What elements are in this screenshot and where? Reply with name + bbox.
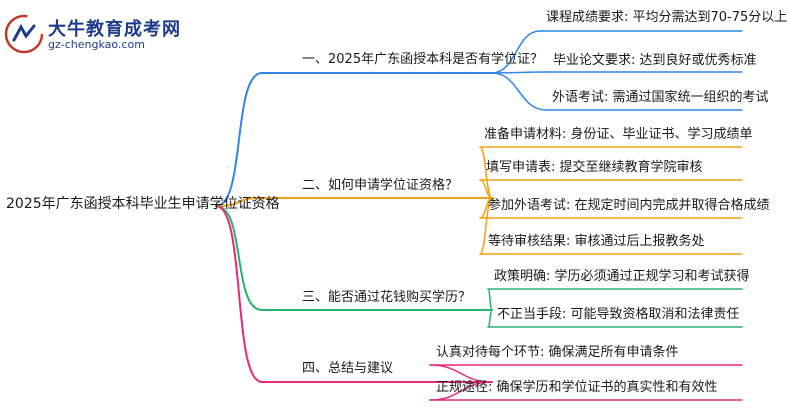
branch-3-label: 三、能否通过花钱购买学历？ (302, 290, 472, 305)
branch-2-connector (215, 197, 263, 207)
branch-2-item-4-connector (479, 197, 493, 255)
branch-1-item-3: 外语考试: 需通过国家统一组织的考试 (552, 90, 769, 105)
root-topic: 2025年广东函授本科毕业生申请学位证资格 (6, 196, 280, 212)
branch-1-item-2-connector (491, 71, 547, 74)
mindmap-connectors (215, 30, 743, 401)
logo-icon (4, 14, 44, 54)
branch-1-item-1-connector (491, 30, 541, 74)
branch-2-label: 二、如何申请学位证资格？ (302, 178, 459, 193)
branch-4-connector (215, 205, 263, 383)
branch-2-item-2: 填写申请表: 提交至继续教育学院审核 (486, 160, 703, 175)
branch-4-item-1: 认真对待每个环节: 确保满足所有申请条件 (436, 345, 679, 360)
logo-title: 大牛教育成考网 (48, 19, 181, 40)
branch-2-item-1-connector (479, 146, 493, 199)
branch-1-item-1: 课程成绩要求: 平均分需达到70-75分以上 (546, 10, 787, 25)
branch-2-item-1: 准备申请材料: 身份证、毕业证书、学习成绩单 (484, 127, 753, 142)
branch-1-item-2: 毕业论文要求: 达到良好或优秀标准 (553, 53, 757, 68)
branch-1-label: 一、2025年广东函授本科是否有学位证？ (302, 52, 544, 67)
branch-3-connector (215, 205, 263, 311)
branch-3-item-1: 政策明确: 学历必须通过正规学习和考试获得 (494, 269, 750, 284)
branch-3-item-2-connector (487, 309, 493, 328)
branch-4-item-2: 正规途径: 确保学历和学位证书的真实性和有效性 (436, 380, 718, 395)
branch-3-item-2: 不正当手段: 可能导致资格取消和法律责任 (497, 307, 740, 322)
branch-2-item-3: 参加外语考试: 在规定时间内完成并取得合格成绩 (488, 198, 770, 213)
branch-2-item-4: 等待审核结果: 审核通过后上报教务处 (488, 234, 705, 249)
branch-1-item-3-connector (491, 72, 547, 111)
branch-3-item-1-connector (487, 288, 493, 311)
branch-4-label: 四、总结与建议 (302, 361, 394, 376)
logo-url: gz-chengkao.com (48, 38, 145, 51)
branch-1-connector (215, 72, 263, 207)
